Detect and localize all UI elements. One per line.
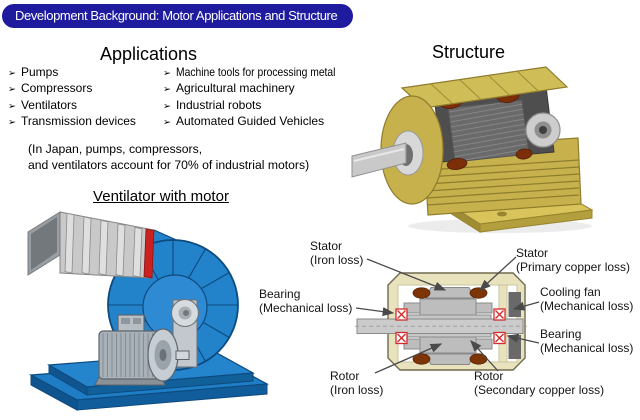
arrow-bullet-icon: ➢ xyxy=(163,116,171,128)
applications-column-2: ➢ Machine tools for processing metal ➢ Agr… xyxy=(163,65,361,130)
list-item: ➢ Industrial robots xyxy=(163,98,361,114)
label-arrows xyxy=(355,256,540,374)
list-item: ➢ Pumps xyxy=(8,65,136,81)
list-item: ➢ Compressors xyxy=(8,81,136,97)
label-stator-iron-loss: Stator (Iron loss) xyxy=(310,239,364,267)
list-item-label: Compressors xyxy=(20,81,93,96)
list-item: ➢ Machine tools for processing metal xyxy=(163,65,361,81)
ventilator-illustration xyxy=(27,211,270,411)
label-cooling-fan-mechanical-loss: Cooling fan (Mechanical loss) xyxy=(540,285,634,313)
list-item: ➢ Automated Guided Vehicles xyxy=(163,114,361,130)
output-shaft xyxy=(351,142,407,178)
inlet-duct xyxy=(27,211,155,279)
motor-shaft xyxy=(175,350,190,360)
list-item: ➢ Agricultural machinery xyxy=(163,81,361,97)
note-line: (In Japan, pumps, compressors, xyxy=(28,142,203,156)
note-line: and ventilators account for 70% of indus… xyxy=(28,157,310,172)
duct-ribs xyxy=(64,212,143,278)
title-banner: Development Background: Motor Applicatio… xyxy=(2,4,354,28)
arrow-bullet-icon: ➢ xyxy=(8,68,16,79)
arrow-bullet-icon: ➢ xyxy=(163,100,171,112)
list-item-label: Pumps xyxy=(20,65,59,79)
shaft xyxy=(355,318,527,334)
list-item-label: Ventilators xyxy=(20,97,78,112)
arrow-bullet-icon: ➢ xyxy=(8,100,16,112)
ventilator-caption: Ventilator with motor xyxy=(93,188,229,205)
cutaway-cavity xyxy=(433,85,561,171)
motor xyxy=(94,314,190,386)
label-rotor-secondary-copper-loss: Rotor (Secondary copper loss) xyxy=(474,369,605,397)
red-stripe xyxy=(143,228,155,279)
motor-cutaway-illustration xyxy=(351,66,594,233)
market-share-note: (In Japan, pumps, compressors, and venti… xyxy=(28,142,309,173)
motor-cross-section-diagram xyxy=(355,256,540,374)
structure-heading: Structure xyxy=(432,42,506,62)
label-rotor-iron-loss: Rotor (Iron loss) xyxy=(330,369,384,397)
list-item: ➢ Ventilators xyxy=(8,98,136,114)
arrow-bullet-icon: ➢ xyxy=(8,84,16,96)
list-item-label: Transmission devices xyxy=(20,113,136,128)
bearing-icons xyxy=(395,308,506,345)
label-stator-primary-copper-loss: Stator (Primary copper loss) xyxy=(516,246,631,274)
label-bearing-right-mechanical-loss: Bearing (Mechanical loss) xyxy=(540,327,634,355)
open-top-lid xyxy=(400,66,569,109)
arrow-bullet-icon: ➢ xyxy=(163,84,171,96)
list-item-label: Automated Guided Vehicles xyxy=(175,113,325,128)
list-item-label: Machine tools for processing metal xyxy=(175,65,336,79)
arrow-bullet-icon: ➢ xyxy=(163,68,171,79)
list-item: ➢ Transmission devices xyxy=(8,114,136,130)
list-item-label: Industrial robots xyxy=(175,97,262,112)
list-item-label: Agricultural machinery xyxy=(175,81,295,96)
applications-column-1: ➢ Pumps ➢ Compressors ➢ Ventilators ➢ Transm… xyxy=(8,65,136,130)
label-bearing-left-mechanical-loss: Bearing (Mechanical loss) xyxy=(259,287,353,315)
arrow-bullet-icon: ➢ xyxy=(8,116,16,128)
applications-heading: Applications xyxy=(100,44,198,64)
